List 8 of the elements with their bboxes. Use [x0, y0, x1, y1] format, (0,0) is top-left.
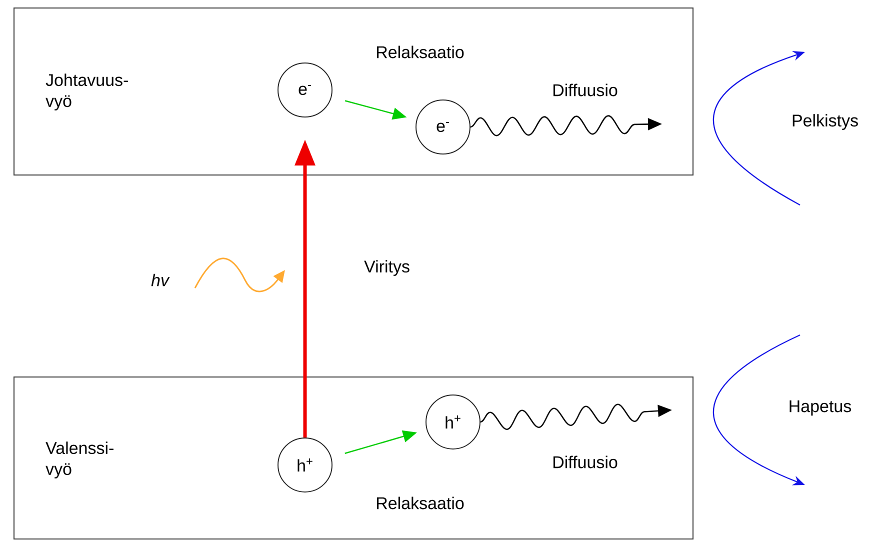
reaction-label: Pelkistys: [792, 114, 858, 130]
edge-label: Relaksaatio: [374, 44, 466, 60]
photon-label: hv: [151, 274, 170, 286]
edge-label: Relaksaatio: [374, 496, 466, 510]
edge-label: Diffuusio: [551, 82, 619, 98]
edge-label: Viritys: [363, 259, 411, 277]
reaction-label: Hapetus: [790, 400, 852, 416]
edge-label: Diffuusio: [551, 454, 619, 470]
